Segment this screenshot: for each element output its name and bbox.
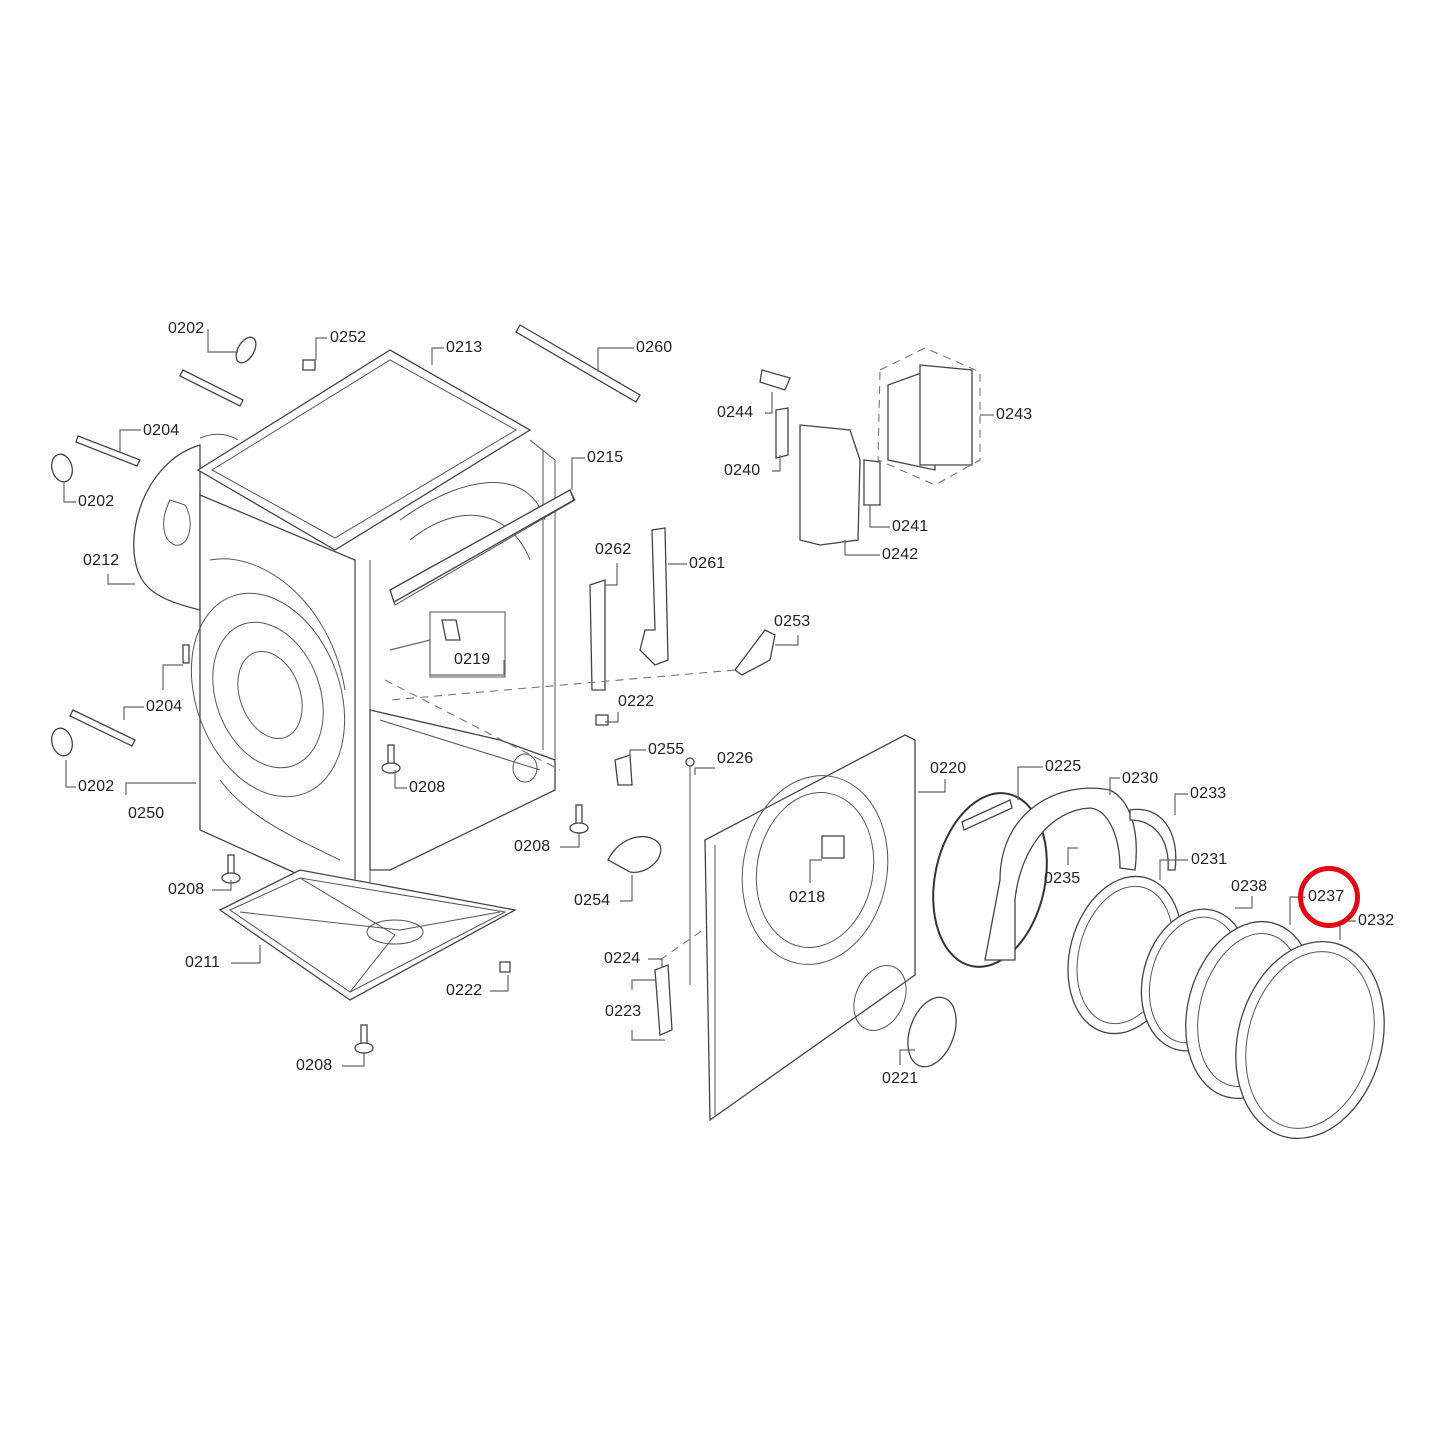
part-label-0202: 0202 — [78, 778, 115, 795]
part-label-0231: 0231 — [1191, 851, 1228, 868]
part-label-0204: 0204 — [146, 698, 183, 715]
rail-0260 — [515, 324, 641, 403]
cabinet-frame-part — [354, 439, 576, 900]
lid-0221 — [907, 996, 957, 1068]
part-label-0208: 0208 — [168, 881, 205, 898]
bolt-0204 — [179, 369, 244, 407]
part-label-0254: 0254 — [574, 892, 611, 909]
cap-0202 — [51, 453, 73, 483]
part-label-0262: 0262 — [595, 541, 632, 558]
part-label-0244: 0244 — [717, 404, 754, 421]
crossbar-0215 — [389, 489, 575, 603]
part-label-0252: 0252 — [330, 329, 367, 346]
part-label-0204: 0204 — [143, 422, 180, 439]
screw-0208 — [569, 804, 589, 834]
clip-0222 — [499, 961, 511, 973]
screw-0208 — [221, 854, 241, 884]
wire-ring-0225 — [932, 792, 1048, 968]
cap-0202 — [235, 336, 257, 364]
part-label-0225: 0225 — [1045, 758, 1082, 775]
part-label-0230: 0230 — [1122, 770, 1159, 787]
bolt-0204 — [75, 435, 141, 467]
bolt-0204 — [69, 709, 136, 747]
part-0255 — [614, 754, 633, 786]
part-label-0219: 0219 — [454, 651, 491, 668]
part-label-0226: 0226 — [717, 750, 754, 767]
bracket-0261 — [639, 527, 669, 666]
bracket-0262 — [589, 579, 606, 691]
part-label-0202: 0202 — [78, 493, 115, 510]
alignment-line — [389, 669, 736, 701]
part-label-0238: 0238 — [1231, 878, 1268, 895]
hinge-0223 — [654, 964, 673, 1036]
part-label-0235: 0235 — [1044, 870, 1081, 887]
bracket-0253 — [734, 629, 776, 676]
part-label-0208: 0208 — [296, 1057, 333, 1074]
part-label-0215: 0215 — [587, 449, 624, 466]
front-panel-part — [704, 734, 916, 1122]
part-label-0212: 0212 — [83, 552, 120, 569]
part-label-0250: 0250 — [128, 805, 165, 822]
part-label-0260: 0260 — [636, 339, 673, 356]
part-label-0233: 0233 — [1190, 785, 1227, 802]
side-panel-part — [190, 494, 356, 902]
part-label-0242: 0242 — [882, 546, 919, 563]
highlight-circle — [1298, 866, 1360, 928]
part-label-0202: 0202 — [168, 320, 205, 337]
door-assembly — [932, 787, 1385, 1140]
part-label-0241: 0241 — [892, 518, 929, 535]
part-label-0253: 0253 — [774, 613, 811, 630]
part-label-0255: 0255 — [648, 741, 685, 758]
part-label-0224: 0224 — [604, 950, 641, 967]
part-0254 — [607, 836, 662, 873]
part-label-0218: 0218 — [789, 889, 826, 906]
part-label-0208: 0208 — [409, 779, 446, 796]
clip-0222 — [595, 714, 609, 726]
part-label-0220: 0220 — [930, 760, 967, 777]
part-label-0221: 0221 — [882, 1070, 919, 1087]
part-label-0213: 0213 — [446, 339, 483, 356]
bolt-0204 — [182, 644, 190, 664]
part-label-0222: 0222 — [618, 693, 655, 710]
part-label-0240: 0240 — [724, 462, 761, 479]
part-label-0243: 0243 — [996, 406, 1033, 423]
part-label-0223: 0223 — [605, 1003, 642, 1020]
part-label-0208: 0208 — [514, 838, 551, 855]
screw-0252 — [302, 359, 316, 371]
base-plate-part — [218, 869, 517, 1001]
part-label-0211: 0211 — [185, 954, 221, 971]
back-panel-part — [133, 433, 239, 611]
part-label-0261: 0261 — [689, 555, 726, 572]
control-module-parts — [759, 347, 981, 546]
part-label-0222: 0222 — [446, 982, 483, 999]
cap-0202 — [51, 727, 73, 757]
part-label-0232: 0232 — [1358, 912, 1395, 929]
screw-0208 — [354, 1024, 374, 1054]
top-cover-part — [196, 349, 532, 551]
